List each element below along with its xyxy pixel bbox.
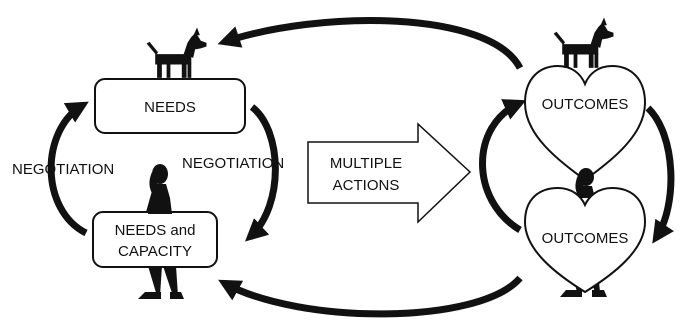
needs-capacity-label-line1: NEEDS and — [115, 222, 196, 239]
needs-label: NEEDS — [144, 99, 196, 116]
outcomes-loop-arrow-left — [479, 99, 527, 233]
outcomes-loop-arrow-right — [645, 105, 675, 244]
negotiation-arrow-left — [47, 101, 89, 237]
negotiation-arrow-right — [245, 104, 279, 242]
needs-capacity-label-line2: CAPACITY — [118, 243, 192, 260]
needs-capacity-node: NEEDS and CAPACITY — [92, 211, 218, 268]
negotiation-label-left: NEGOTIATION — [12, 161, 114, 178]
actions-label-line2: ACTIONS — [333, 177, 400, 194]
outcomes-label-bottom: OUTCOMES — [542, 230, 629, 247]
outcomes-node-top: OUTCOMES — [523, 64, 647, 182]
outcomes-label-top: OUTCOMES — [542, 96, 629, 113]
dog-silhouette-icon — [146, 27, 207, 78]
multiple-actions-arrow: MULTIPLE ACTIONS — [307, 122, 472, 224]
actions-label-line1: MULTIPLE — [330, 155, 402, 172]
woman-silhouette-icon — [138, 164, 184, 299]
negotiation-label-right: NEGOTIATION — [182, 155, 284, 172]
loop-arrow-bottom — [218, 275, 523, 318]
loop-arrow-top — [217, 17, 524, 70]
dog-silhouette-icon — [553, 17, 614, 68]
needs-node: NEEDS — [94, 78, 246, 134]
outcomes-node-bottom: OUTCOMES — [523, 186, 647, 294]
